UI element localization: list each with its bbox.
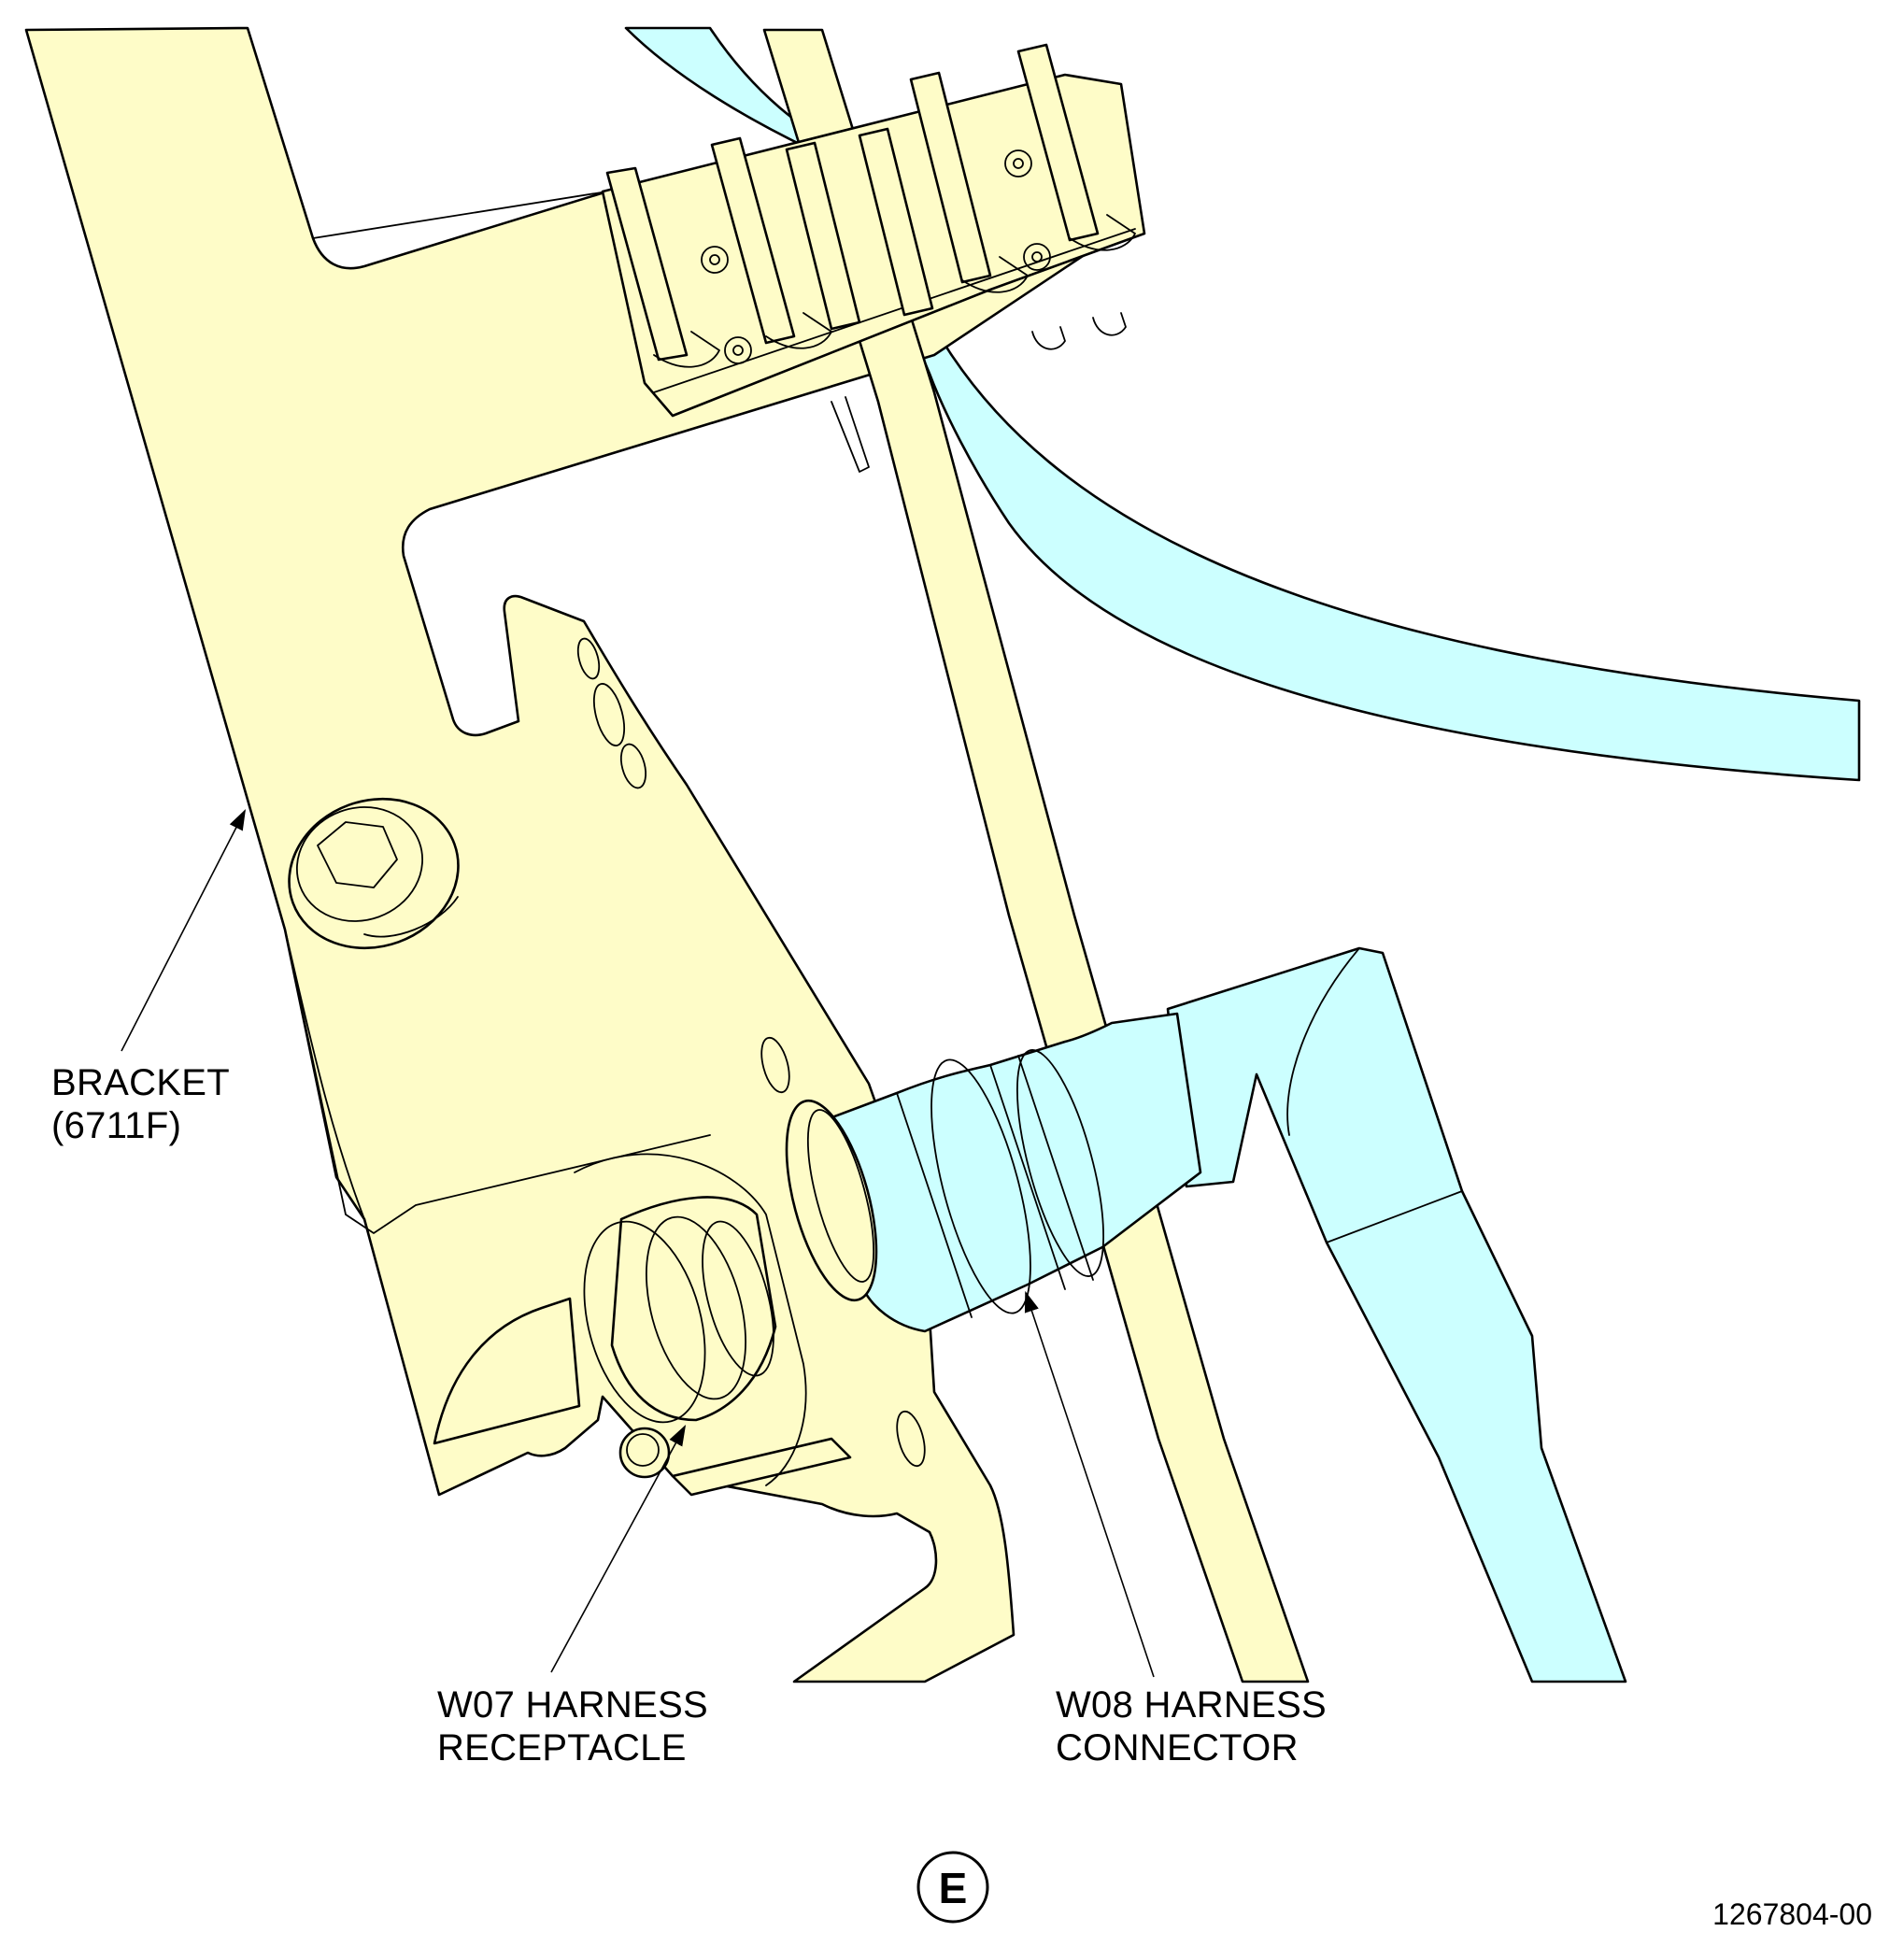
w08-harness-cable: [1166, 946, 1627, 1683]
w08-harness-connector: [785, 1012, 1202, 1333]
view-marker-letter: E: [939, 1864, 968, 1912]
w08-callout-line1: W08 HARNESS: [1056, 1684, 1327, 1726]
bracket-callout-line1: BRACKET: [51, 1062, 230, 1103]
hex-head-fastener: [288, 797, 460, 950]
cable-clamp-assembly: [601, 43, 1146, 473]
view-marker: E: [916, 1851, 989, 1924]
bracket-callout-line2: (6711F): [51, 1105, 181, 1146]
figure-number: 1267804-00: [1712, 1897, 1872, 1931]
w07-harness-receptacle: [574, 1153, 807, 1486]
bracket-holes: [576, 637, 926, 1468]
w07-callout-line1: W07 HARNESS: [437, 1684, 708, 1726]
small-nut: [618, 1427, 671, 1479]
w07-leader: [550, 1425, 687, 1673]
w08-leader: [1024, 1290, 1155, 1678]
w07-callout-line2: RECEPTACLE: [437, 1727, 687, 1768]
bracket-callout: BRACKET (6711F): [51, 1062, 230, 1146]
clamp-loops: [653, 214, 1136, 368]
clamp-posts: [605, 43, 1100, 362]
w08-callout: W08 HARNESS CONNECTOR: [1056, 1684, 1327, 1768]
w07-callout: W07 HARNESS RECEPTACLE: [437, 1684, 708, 1768]
bracket-leader: [121, 809, 247, 1052]
w08-callout-line2: CONNECTOR: [1056, 1727, 1299, 1768]
